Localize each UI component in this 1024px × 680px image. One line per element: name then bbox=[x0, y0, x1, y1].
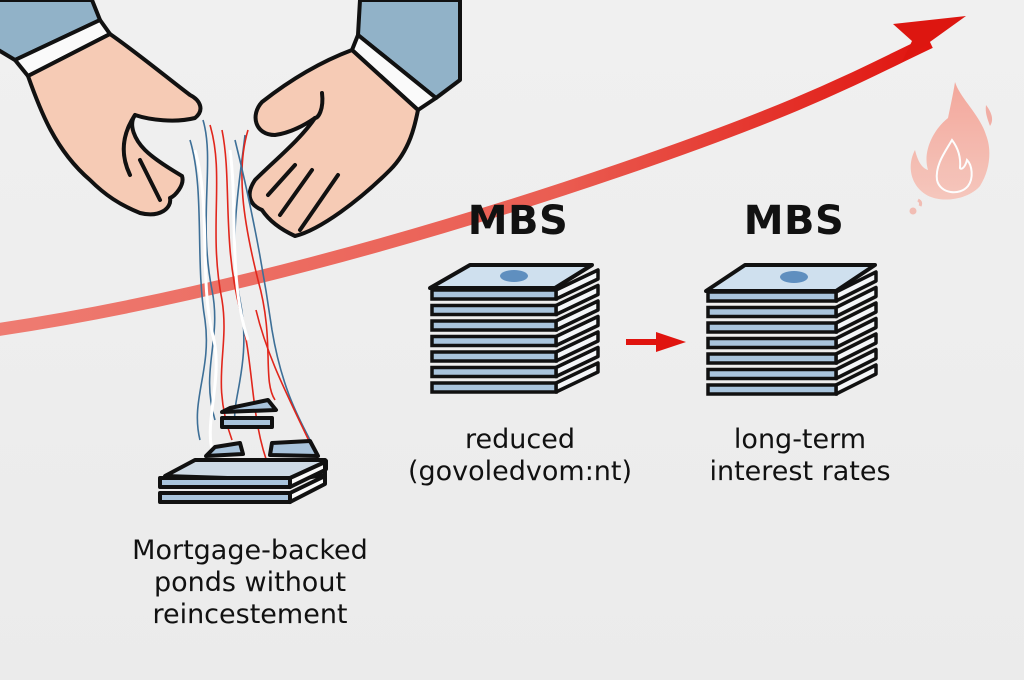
center-caption: reduced (govoledvom:nt) bbox=[370, 424, 670, 488]
mbs-stack-right-layers bbox=[706, 270, 878, 396]
right-caption-line-1: long-term bbox=[733, 424, 867, 455]
mbs-stack-center-layers bbox=[430, 268, 600, 394]
trend-arrowhead-icon bbox=[893, 16, 966, 62]
crumbling-bond-stack-icon bbox=[158, 398, 328, 504]
center-caption-line-1: reduced bbox=[465, 424, 575, 455]
bond-sheet bbox=[706, 321, 838, 334]
bond-sheet bbox=[430, 365, 558, 379]
bond-sheet bbox=[706, 383, 838, 396]
left-caption-line-2: ponds without bbox=[153, 566, 347, 598]
fire-icon bbox=[909, 82, 993, 215]
right-caption: long-term interest rates bbox=[670, 424, 930, 488]
bond-sheet bbox=[430, 334, 558, 348]
mbs-stack-right-icon bbox=[704, 263, 877, 293]
right-sleeve bbox=[356, 0, 462, 100]
left-caption-line-1: Mortgage-backed bbox=[132, 535, 368, 566]
bond-sheet bbox=[706, 336, 838, 350]
right-arrow-icon bbox=[626, 332, 686, 352]
bond-sheet bbox=[706, 352, 838, 365]
right-mbs-title: MBS bbox=[743, 198, 845, 244]
rising-trend-arrow bbox=[0, 16, 966, 336]
bond-sheet bbox=[430, 288, 558, 301]
bond-sheet bbox=[430, 381, 558, 394]
bond-sheet bbox=[706, 305, 838, 319]
left-hand bbox=[26, 32, 203, 217]
left-caption: Mortgage-backed ponds without reincestem… bbox=[90, 535, 410, 631]
bond-sheet bbox=[430, 303, 558, 317]
mbs-stack-center-icon bbox=[428, 263, 594, 290]
hands-icon bbox=[0, 0, 462, 238]
left-caption-line-3: reincestement bbox=[152, 598, 348, 630]
center-mbs-title: MBS bbox=[467, 198, 569, 244]
bond-sheet bbox=[430, 350, 558, 363]
right-caption-line-2: interest rates bbox=[709, 455, 891, 487]
center-caption-line-2: (govoledvom:nt) bbox=[407, 455, 633, 487]
bond-sheet bbox=[430, 319, 558, 332]
trend-band bbox=[0, 36, 933, 336]
bond-sheet bbox=[706, 367, 838, 381]
bond-sheet bbox=[706, 290, 838, 303]
right-hand bbox=[247, 48, 420, 238]
